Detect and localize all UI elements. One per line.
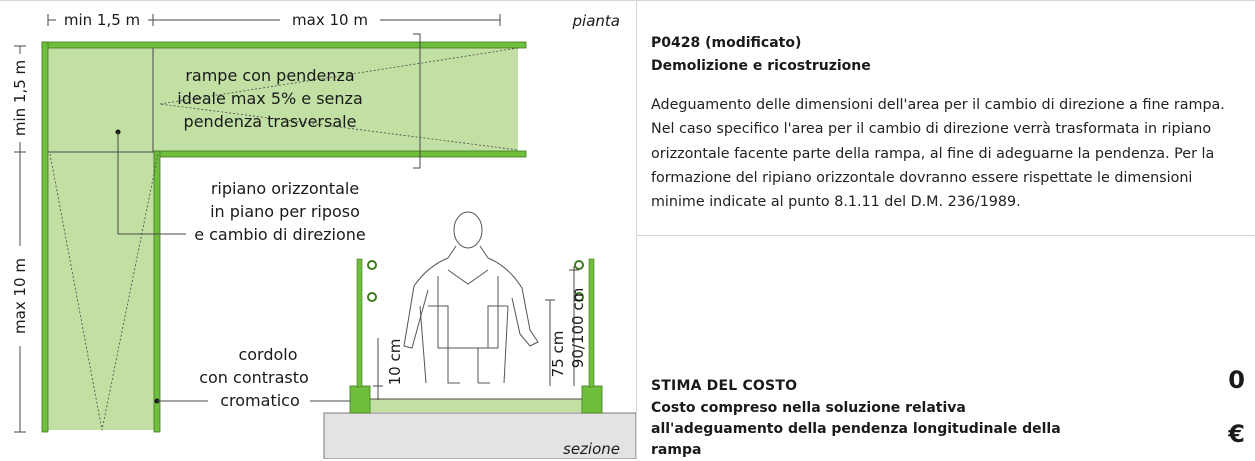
intervention-description: Adeguamento delle dimensioni dell'area p… [651,97,1225,211]
dim-min-top: min 1,5 m [64,11,140,29]
dim-max-top: max 10 m [292,11,368,29]
landing-note-line-2: in piano per riposo [210,202,360,221]
plan-label: pianta [572,12,620,30]
vertical-divider [636,0,637,459]
landing-leader [117,132,186,235]
intervention-code: P0428 (modificato) [651,35,802,51]
left-dim-mask-2 [11,246,29,346]
cost-description: Costo compreso nella soluzione relativa … [651,400,1061,458]
handrail-left-lower [367,292,377,302]
curb-note-line-2: con contrasto [199,368,309,387]
cost-label: STIMA DEL COSTO [651,378,798,394]
section-curb-right [581,385,603,414]
left-curb [41,41,49,433]
cost-panel: STIMA DEL COSTO Costo compreso nella sol… [637,236,1255,459]
slope-lines-h [159,47,519,151]
handrail-right-lower [574,292,584,302]
handrail-left-upper [367,260,377,270]
dim-10cm: 10 cm [386,339,404,386]
inner-curb-v [153,150,161,433]
cost-value: 0 [1228,366,1245,394]
ramp-drawing: min 1,5 m max 10 m min 1,5 m max 10 m pi… [8,8,636,459]
curb-note-line-3: cromatico [220,391,300,410]
section-base [323,412,636,459]
landing-note-line-3: e cambio di direzione [194,225,366,244]
vertical-ramp-area [48,152,160,430]
inner-curb-h [153,150,527,158]
top-dim-mask-1 [56,11,148,29]
upper-ramp-area [48,46,518,152]
ramp-diagram-svg: min 1,5 m max 10 m min 1,5 m max 10 m pi… [11,11,636,459]
dim-min-side: min 1,5 m [11,60,29,136]
wheelchair-user-figure [403,211,539,384]
section-ramp-surface [370,399,582,412]
landing-note-line-1: ripiano orizzontale [211,179,359,198]
ramp-note-line-2: ideale max 5% e senza [177,89,363,108]
right-bracket [413,33,421,169]
dim-max-side: max 10 m [11,258,29,334]
intervention-title: Demolizione e ricostruzione [651,58,871,74]
info-panel: P0428 (modificato) Demolizione e ricostr… [637,0,1255,236]
top-curb [41,41,527,49]
dim-75cm: 75 cm [549,331,567,378]
left-dim-mask-1 [11,54,29,142]
top-dim-mask-2 [280,11,380,29]
right-post [588,258,595,388]
cost-currency: € [1228,420,1245,448]
handrail-right-upper [574,260,584,270]
ramp-note-line-3: pendenza trasversale [184,112,357,131]
ramp-note-line-1: rampe con pendenza [185,66,354,85]
section-curb-left [349,385,371,414]
left-post [356,258,363,388]
dim-90-100cm: 90/100 cm [569,288,587,368]
curb-note-line-1: cordolo [238,345,297,364]
section-label: sezione [563,440,620,458]
slope-triangle [49,153,159,431]
